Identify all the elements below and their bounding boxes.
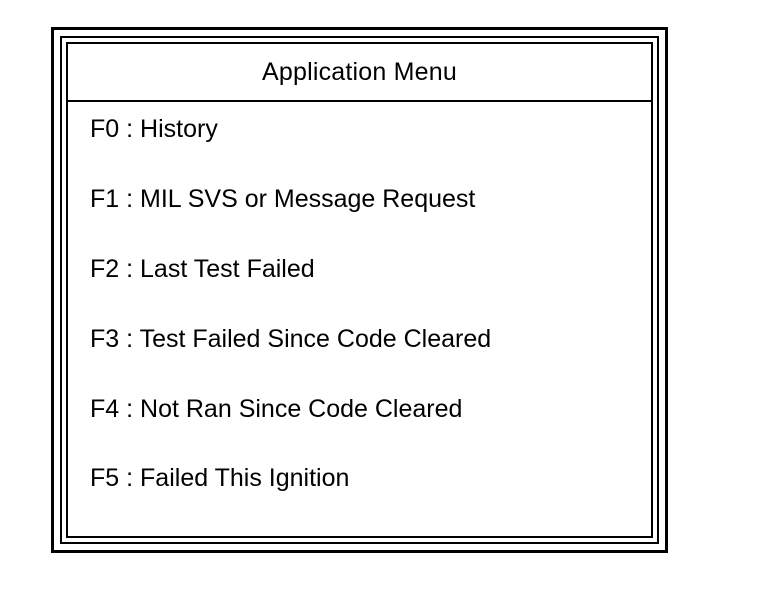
menu-item-separator: : <box>119 185 141 213</box>
menu-item-f3[interactable]: F3 : Test Failed Since Code Cleared <box>90 324 491 354</box>
menu-item-label: Last Test Failed <box>140 255 315 283</box>
menu-item-key: F0 <box>90 115 120 143</box>
menu-item-key: F1 <box>90 185 120 213</box>
menu-title-bar: Application Menu <box>68 44 651 102</box>
window-inner-border <box>60 36 659 544</box>
menu-item-f5[interactable]: F5 : Failed This Ignition <box>90 463 349 493</box>
menu-item-separator: : <box>119 115 141 143</box>
menu-item-separator: : <box>119 255 141 283</box>
menu-item-label: History <box>140 115 218 143</box>
menu-item-key: F5 <box>90 464 120 492</box>
menu-item-separator: : <box>119 325 140 353</box>
application-menu-window: Application Menu F0 : History F1 : MIL S… <box>51 27 668 553</box>
menu-panel: Application Menu F0 : History F1 : MIL S… <box>66 42 653 538</box>
menu-item-key: F4 <box>90 395 120 423</box>
menu-item-label: Failed This Ignition <box>140 464 350 492</box>
menu-item-label: MIL SVS or Message Request <box>140 185 476 213</box>
menu-item-f4[interactable]: F4 : Not Ran Since Code Cleared <box>90 394 462 424</box>
menu-item-f1[interactable]: F1 : MIL SVS or Message Request <box>90 184 475 214</box>
menu-item-label: Not Ran Since Code Cleared <box>140 395 463 423</box>
menu-item-f2[interactable]: F2 : Last Test Failed <box>90 254 315 284</box>
menu-item-f0[interactable]: F0 : History <box>90 114 218 144</box>
menu-title: Application Menu <box>262 57 457 86</box>
menu-item-label: Test Failed Since Code Cleared <box>139 325 492 353</box>
menu-item-separator: : <box>119 464 141 492</box>
menu-item-separator: : <box>119 395 141 423</box>
menu-item-key: F3 <box>90 325 120 353</box>
menu-item-key: F2 <box>90 255 120 283</box>
